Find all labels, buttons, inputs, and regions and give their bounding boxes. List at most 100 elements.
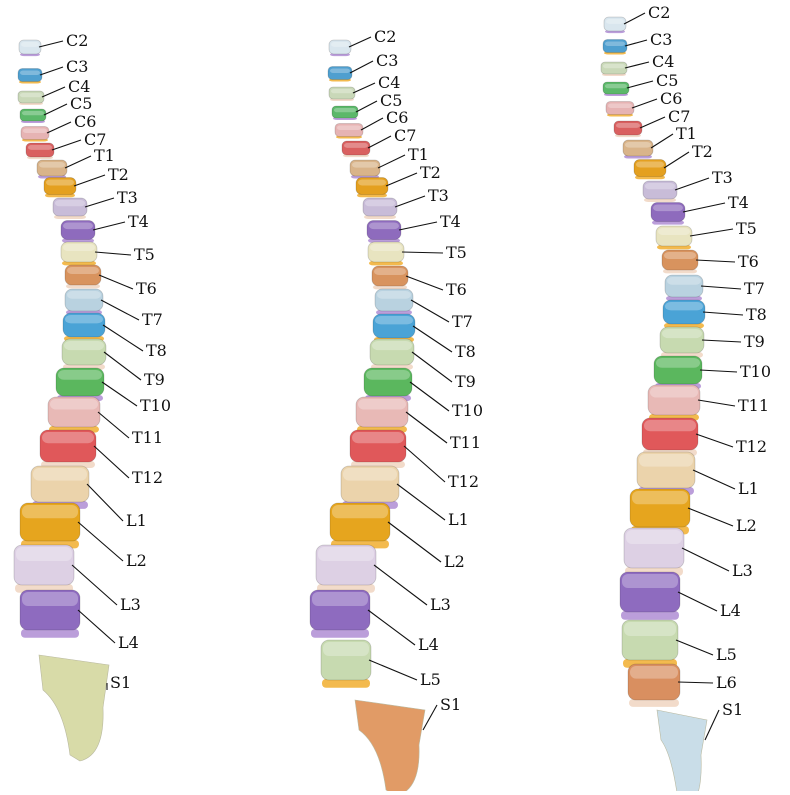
vertebra-highlight-T9 (64, 341, 104, 350)
label-L3: L3 (430, 595, 451, 614)
leader-line-C3 (40, 67, 63, 75)
leader-line-L3 (374, 565, 427, 605)
label-T10: T10 (140, 396, 171, 415)
leader-line-T8 (703, 312, 743, 315)
leader-line-T12 (696, 434, 733, 447)
spine-2: C2C3C4C5C6C7T1T2T3T4T5T6T7T8T9T10T11T12L… (310, 27, 483, 791)
leader-line-C5 (627, 81, 653, 88)
leader-line-T7 (411, 300, 449, 322)
label-T2: T2 (420, 163, 441, 182)
vertebra-highlight-T6 (664, 252, 696, 259)
vertebra-highlight-T1 (352, 162, 378, 168)
label-T2: T2 (108, 165, 129, 184)
leader-line-T11 (98, 412, 129, 438)
leader-line-T6 (99, 275, 133, 289)
vertebra-highlight-L2 (632, 491, 688, 504)
vertebra-highlight-T2 (46, 180, 74, 186)
vertebra-highlight-T9 (372, 341, 412, 350)
leader-line-C3 (625, 40, 647, 46)
leader-line-L2 (688, 508, 733, 526)
label-S1: S1 (440, 695, 461, 714)
label-L6: L6 (716, 673, 737, 692)
leader-line-C7 (640, 117, 665, 128)
vertebra-highlight-C7 (616, 123, 640, 128)
vertebra-highlight-T7 (377, 291, 411, 299)
label-T5: T5 (446, 243, 467, 262)
leader-line-C6 (632, 99, 657, 108)
leader-line-T1 (378, 155, 405, 168)
vertebra-highlight-T10 (656, 358, 700, 368)
vertebra-highlight-C2 (331, 42, 349, 47)
leader-line-T3 (85, 198, 114, 207)
label-C6: C6 (386, 108, 408, 127)
vertebra-highlight-C3 (330, 69, 350, 74)
leader-line-T9 (702, 340, 741, 342)
vertebra-highlight-L3 (16, 547, 72, 561)
vertebra-highlight-C4 (603, 64, 625, 68)
vertebra-highlight-T9 (662, 329, 702, 338)
label-S1: S1 (722, 700, 743, 719)
vertebra-highlight-T8 (375, 316, 413, 324)
label-T6: T6 (446, 280, 467, 299)
leader-line-T11 (698, 400, 735, 406)
leader-line-L4 (368, 610, 415, 645)
label-T2: T2 (692, 142, 713, 161)
vertebra-highlight-C6 (23, 129, 47, 134)
leader-line-T8 (413, 326, 452, 352)
leader-line-T4 (683, 203, 725, 212)
vertebra-highlight-C7 (28, 145, 52, 150)
leader-line-L1 (87, 484, 123, 521)
label-T7: T7 (142, 310, 163, 329)
label-T3: T3 (712, 168, 733, 187)
label-T6: T6 (136, 279, 157, 298)
leader-line-C4 (42, 87, 65, 97)
label-T1: T1 (676, 124, 697, 143)
vertebra-highlight-T1 (39, 162, 65, 168)
vertebra-highlight-C5 (605, 84, 627, 88)
vertebra-highlight-T5 (63, 244, 95, 251)
label-T8: T8 (746, 305, 767, 324)
label-L2: L2 (736, 516, 757, 535)
label-T6: T6 (738, 252, 759, 271)
leader-line-L2 (388, 522, 441, 562)
leader-line-S1 (705, 710, 719, 740)
vertebra-highlight-T12 (42, 432, 94, 443)
label-L4: L4 (418, 635, 439, 654)
leader-line-T12 (94, 446, 129, 478)
leader-line-T5 (690, 229, 733, 236)
label-T12: T12 (132, 468, 163, 487)
vertebra-highlight-T4 (653, 205, 683, 212)
label-L1: L1 (738, 479, 759, 498)
label-T9: T9 (744, 332, 765, 351)
vertebra-highlight-T7 (67, 291, 101, 299)
leader-line-T2 (664, 152, 689, 168)
label-C2: C2 (66, 31, 88, 50)
label-T12: T12 (736, 437, 767, 456)
label-T12: T12 (448, 472, 479, 491)
label-L5: L5 (716, 645, 737, 664)
label-C6: C6 (74, 112, 96, 131)
vertebra-highlight-T1 (625, 142, 651, 148)
vertebra-highlight-T10 (366, 370, 410, 380)
vertebra-highlight-T3 (645, 183, 675, 189)
leader-line-T7 (101, 300, 139, 320)
vertebra-highlight-C6 (337, 126, 361, 131)
leader-line-L4 (678, 592, 717, 611)
leader-line-T5 (95, 252, 131, 255)
vertebra-highlight-T3 (55, 200, 85, 206)
vertebra-highlight-T3 (365, 200, 395, 206)
label-T9: T9 (144, 370, 165, 389)
leader-line-C6 (361, 118, 383, 130)
leader-line-C2 (624, 13, 645, 24)
leader-line-T3 (675, 178, 709, 190)
label-L3: L3 (732, 561, 753, 580)
vertebra-highlight-T6 (374, 268, 406, 275)
vertebra-highlight-L4 (622, 574, 678, 588)
leader-line-L5 (369, 660, 417, 680)
leader-line-S1 (423, 705, 437, 730)
leader-line-T5 (402, 252, 443, 253)
vertebra-highlight-L1 (33, 468, 87, 481)
leader-line-T1 (651, 134, 673, 148)
label-C5: C5 (656, 71, 678, 90)
